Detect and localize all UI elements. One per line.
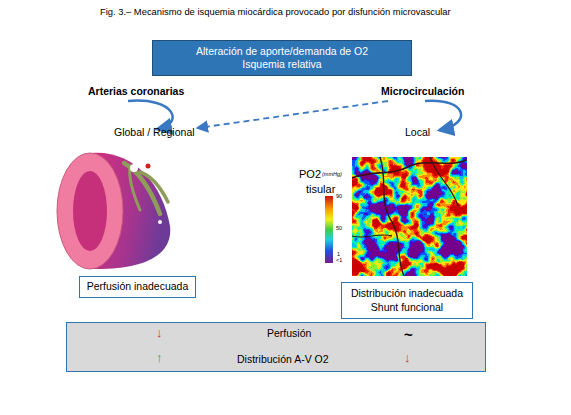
tick-label: 1 xyxy=(337,252,340,258)
row-label: Perfusión xyxy=(267,327,311,339)
decrease-arrow: ↓ xyxy=(404,350,411,365)
no-change-sign: ~ xyxy=(404,326,413,343)
tick-label: 50 xyxy=(336,226,342,232)
axis-title: PO2 xyxy=(299,169,321,180)
heart-illustration xyxy=(57,153,170,269)
branch-heading: Microcirculación xyxy=(381,86,464,97)
box-text: Shunt funcional xyxy=(371,301,443,314)
box-text: Isquemia relativa xyxy=(242,58,321,71)
increase-arrow: ↑ xyxy=(156,350,163,365)
scope-label: Global / Regional xyxy=(114,127,195,138)
result-box: Distribución inadecuadaShunt funcional xyxy=(341,282,473,319)
curved-arrow xyxy=(128,101,173,129)
scope-label: Local xyxy=(405,127,430,138)
figure-title: Fig. 3.– Mecanismo de isquemia miocárdic… xyxy=(100,6,451,17)
cause-box: Alteración de aporte/demanda de O2Isquem… xyxy=(152,40,412,76)
dashed-arrow xyxy=(198,101,388,128)
curved-arrow xyxy=(425,101,461,130)
unit-label: (mmHg) xyxy=(322,172,342,178)
box-text: Distribución inadecuada xyxy=(351,287,463,300)
row-label: Distribución A-V O2 xyxy=(237,353,329,365)
axis-title: tisular xyxy=(306,184,335,195)
tick-label: <1 xyxy=(336,258,342,264)
colorbar xyxy=(325,196,333,263)
summary-band: ↓ Perfusión ~ ↑ Distribución A-V O2 ↓ xyxy=(66,322,486,372)
tick-label: 90 xyxy=(336,194,342,200)
box-text: Perfusión inadecuada xyxy=(87,280,189,293)
result-box: Perfusión inadecuada xyxy=(79,276,196,298)
box-text: Alteración de aporte/demanda de O2 xyxy=(196,45,368,58)
branch-heading: Arterias coronarias xyxy=(88,86,184,97)
decrease-arrow: ↓ xyxy=(156,325,163,340)
po2-heatmap xyxy=(352,157,467,276)
